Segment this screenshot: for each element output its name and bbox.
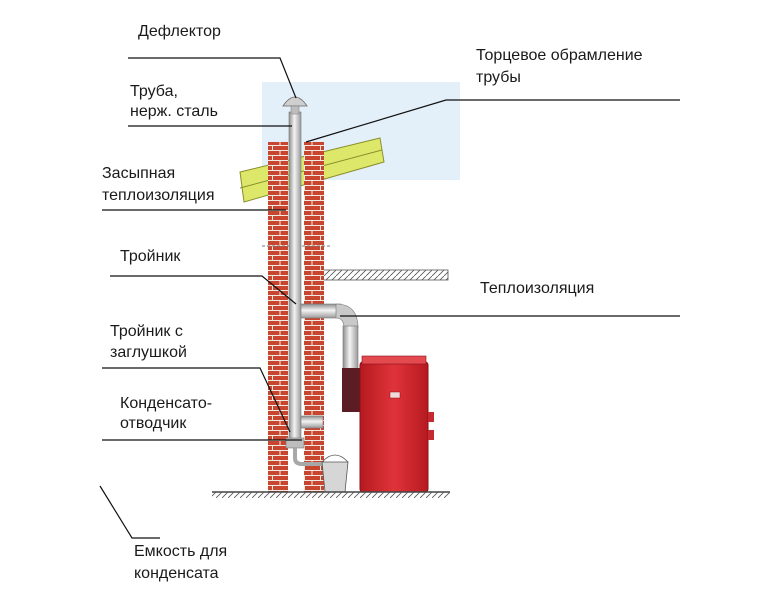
boiler-panel [389, 391, 401, 399]
label-tee-plug-line2: заглушкой [110, 344, 187, 361]
label-deflector: Дефлектор [138, 23, 221, 40]
label-container-line2: конденсата [134, 565, 219, 582]
label-end-frame-line2: трубы [476, 69, 521, 86]
bucket-handle [321, 454, 349, 463]
boiler-handle-top [428, 412, 434, 422]
label-pipe-line1: Труба, [130, 83, 178, 100]
tee-branch [300, 303, 342, 319]
label-fill-insulation-line2: теплоизоляция [102, 187, 215, 204]
drain-hose [293, 448, 326, 466]
leader-lines [99, 57, 680, 539]
leader-tee [110, 275, 297, 305]
label-container-line1: Емкость для [134, 543, 228, 560]
boiler-handle-bottom [428, 430, 434, 440]
brick-wall-left [268, 142, 288, 492]
leader-tee-plug [102, 367, 291, 433]
label-tee: Тройник [120, 248, 181, 265]
drain-tee [300, 415, 324, 429]
floor-hatch [212, 492, 450, 498]
label-insulation: Теплоизоляция [480, 280, 595, 297]
vertical-connector [342, 325, 359, 371]
leader-end-frame [305, 99, 680, 143]
leader-deflector [128, 57, 297, 99]
label-condensate-drain-line1: Конденсато- [120, 395, 213, 412]
boiler-body [359, 361, 429, 493]
label-end-frame-line1: Торцевое обрамление [476, 47, 643, 64]
label-condensate-drain-line2: отводчик [120, 415, 187, 432]
label-fill-insulation-line1: Засыпная [102, 165, 176, 182]
boiler-flue [342, 368, 362, 412]
boiler-top [361, 355, 427, 365]
leader-container [99, 485, 160, 539]
label-tee-plug-line1: Тройник с [110, 323, 183, 340]
deflector-cap [282, 96, 308, 107]
ceiling-slab [319, 269, 449, 281]
deflector-stem [290, 105, 300, 115]
condensate-bucket [321, 461, 349, 493]
label-pipe-line2: нерж. сталь [130, 103, 218, 120]
steel-pipe [288, 111, 302, 441]
